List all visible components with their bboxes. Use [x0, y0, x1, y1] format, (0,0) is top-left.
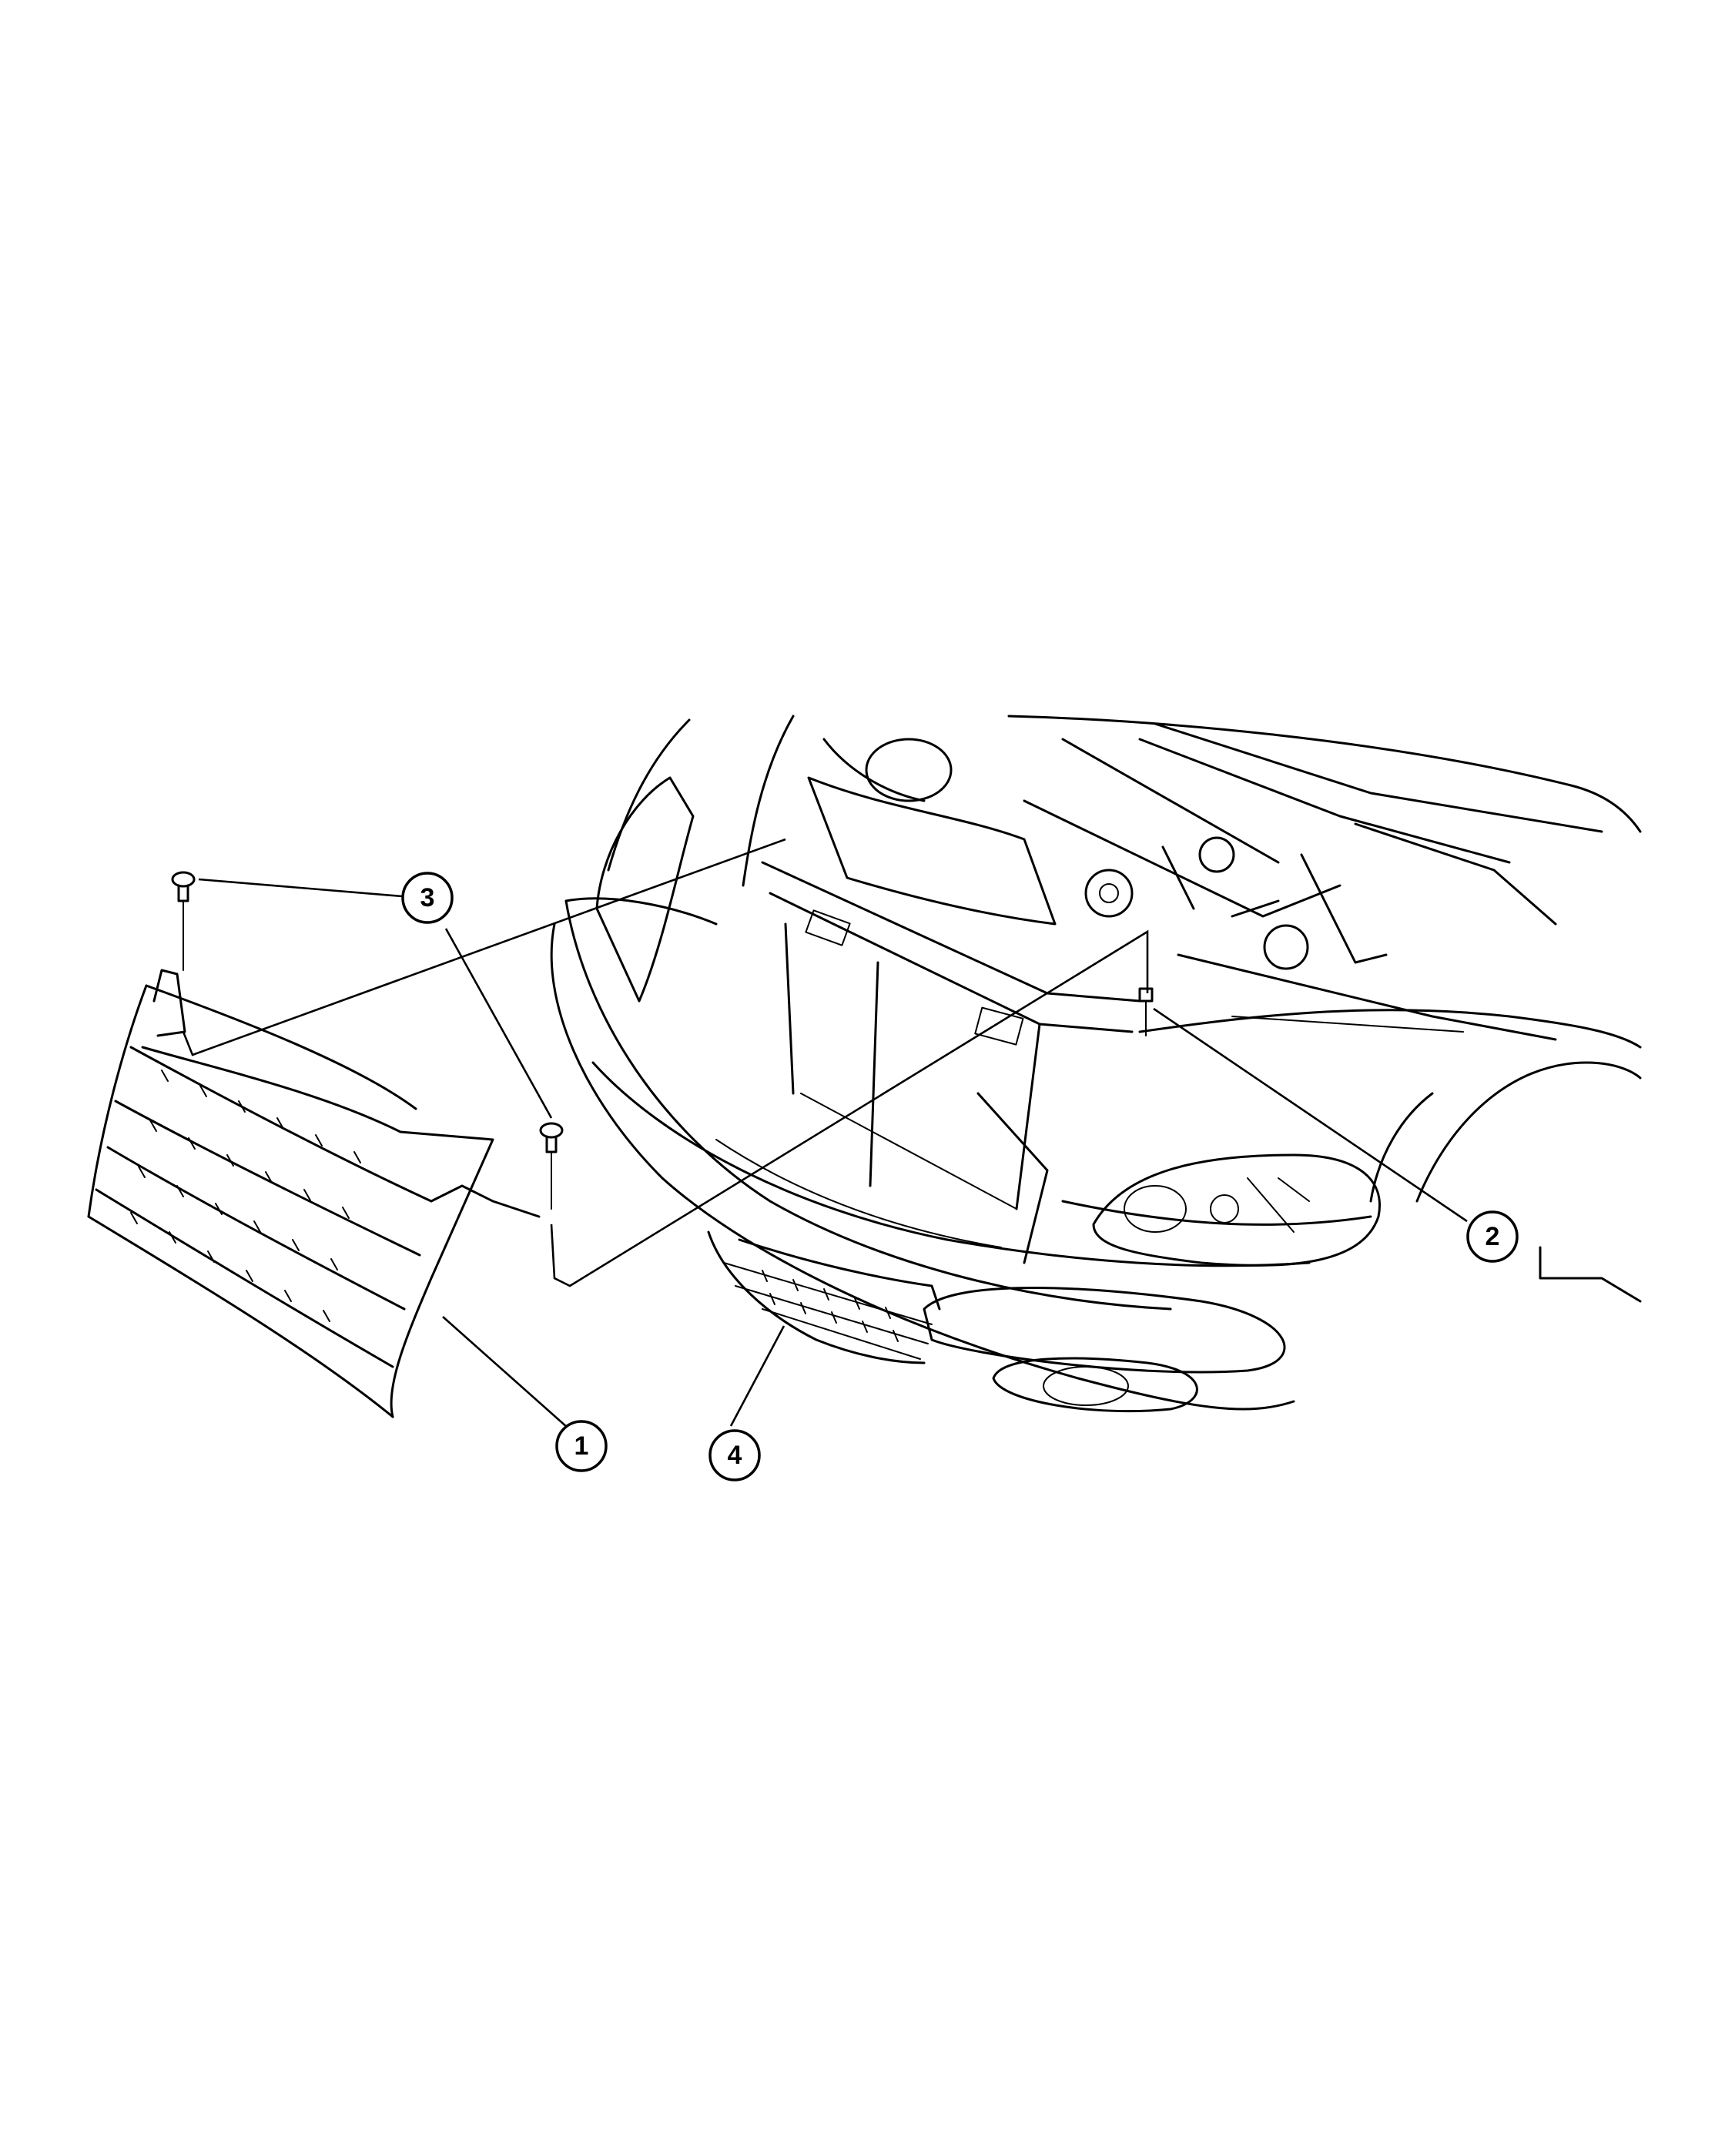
screw-upper [171, 871, 196, 971]
callout-3: 3 [401, 872, 454, 924]
vehicle-front-end [550, 715, 1642, 1413]
callout-1: 1 [555, 1420, 608, 1472]
svg-text:4: 4 [728, 1441, 742, 1470]
svg-text:3: 3 [420, 883, 435, 912]
callout-leaders [198, 878, 1468, 1428]
grille-assembly [87, 969, 541, 1418]
screw-lower [539, 1122, 564, 1210]
svg-text:2: 2 [1486, 1222, 1500, 1251]
callout-2: 2 [1466, 1210, 1519, 1263]
alignment-lines [182, 838, 1149, 1287]
callout-4: 4 [708, 1429, 761, 1481]
svg-text:1: 1 [574, 1431, 589, 1461]
clip-nut [1138, 987, 1154, 1036]
